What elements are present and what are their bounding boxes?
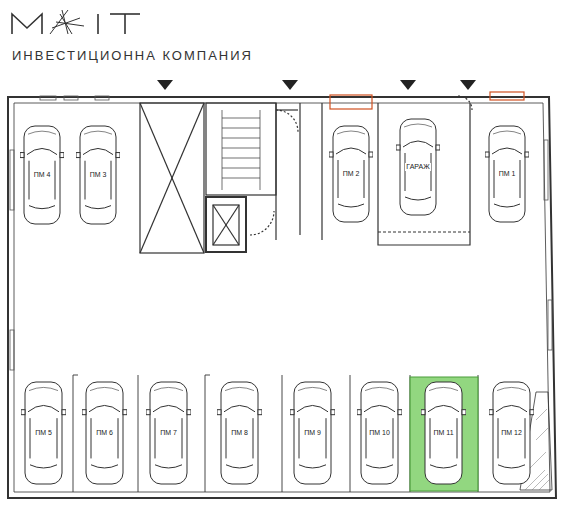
parking-space: ПМ 8 xyxy=(217,380,262,486)
parking-space: ПМ 6 xyxy=(82,380,127,486)
space-label: ПМ 1 xyxy=(498,170,517,178)
parking-space: ПМ 3 xyxy=(76,124,120,226)
space-label: ГАРАЖ xyxy=(405,163,430,171)
space-label: ПМ 2 xyxy=(342,170,361,178)
space-label: ПМ 7 xyxy=(159,429,178,437)
parking-space: ПМ 5 xyxy=(21,380,66,486)
parking-space: ПМ 2 xyxy=(329,124,373,224)
space-label: ПМ 10 xyxy=(368,429,391,437)
parking-space: ПМ 1 xyxy=(485,124,529,224)
space-label: ПМ 11 xyxy=(432,429,454,437)
parking-space: ГАРАЖ xyxy=(396,117,440,217)
space-label: ПМ 6 xyxy=(95,429,114,437)
parking-space: ПМ 4 xyxy=(20,124,64,226)
parking-space: ПМ 7 xyxy=(146,380,191,486)
space-label: ПМ 3 xyxy=(89,171,108,179)
space-label: ПМ 12 xyxy=(500,429,523,437)
parking-space: ПМ 10 xyxy=(357,380,402,486)
parking-space: ПМ 11 xyxy=(421,380,466,486)
space-label: ПМ 5 xyxy=(34,429,53,437)
company-tagline: ИНВЕСТИЦИОННА КОМПАНИЯ xyxy=(12,48,253,63)
space-label: ПМ 8 xyxy=(230,429,249,437)
parking-space: ПМ 12 xyxy=(489,380,534,486)
space-label: ПМ 9 xyxy=(303,429,322,437)
space-label: ПМ 4 xyxy=(33,171,52,179)
parking-space: ПМ 9 xyxy=(290,380,335,486)
